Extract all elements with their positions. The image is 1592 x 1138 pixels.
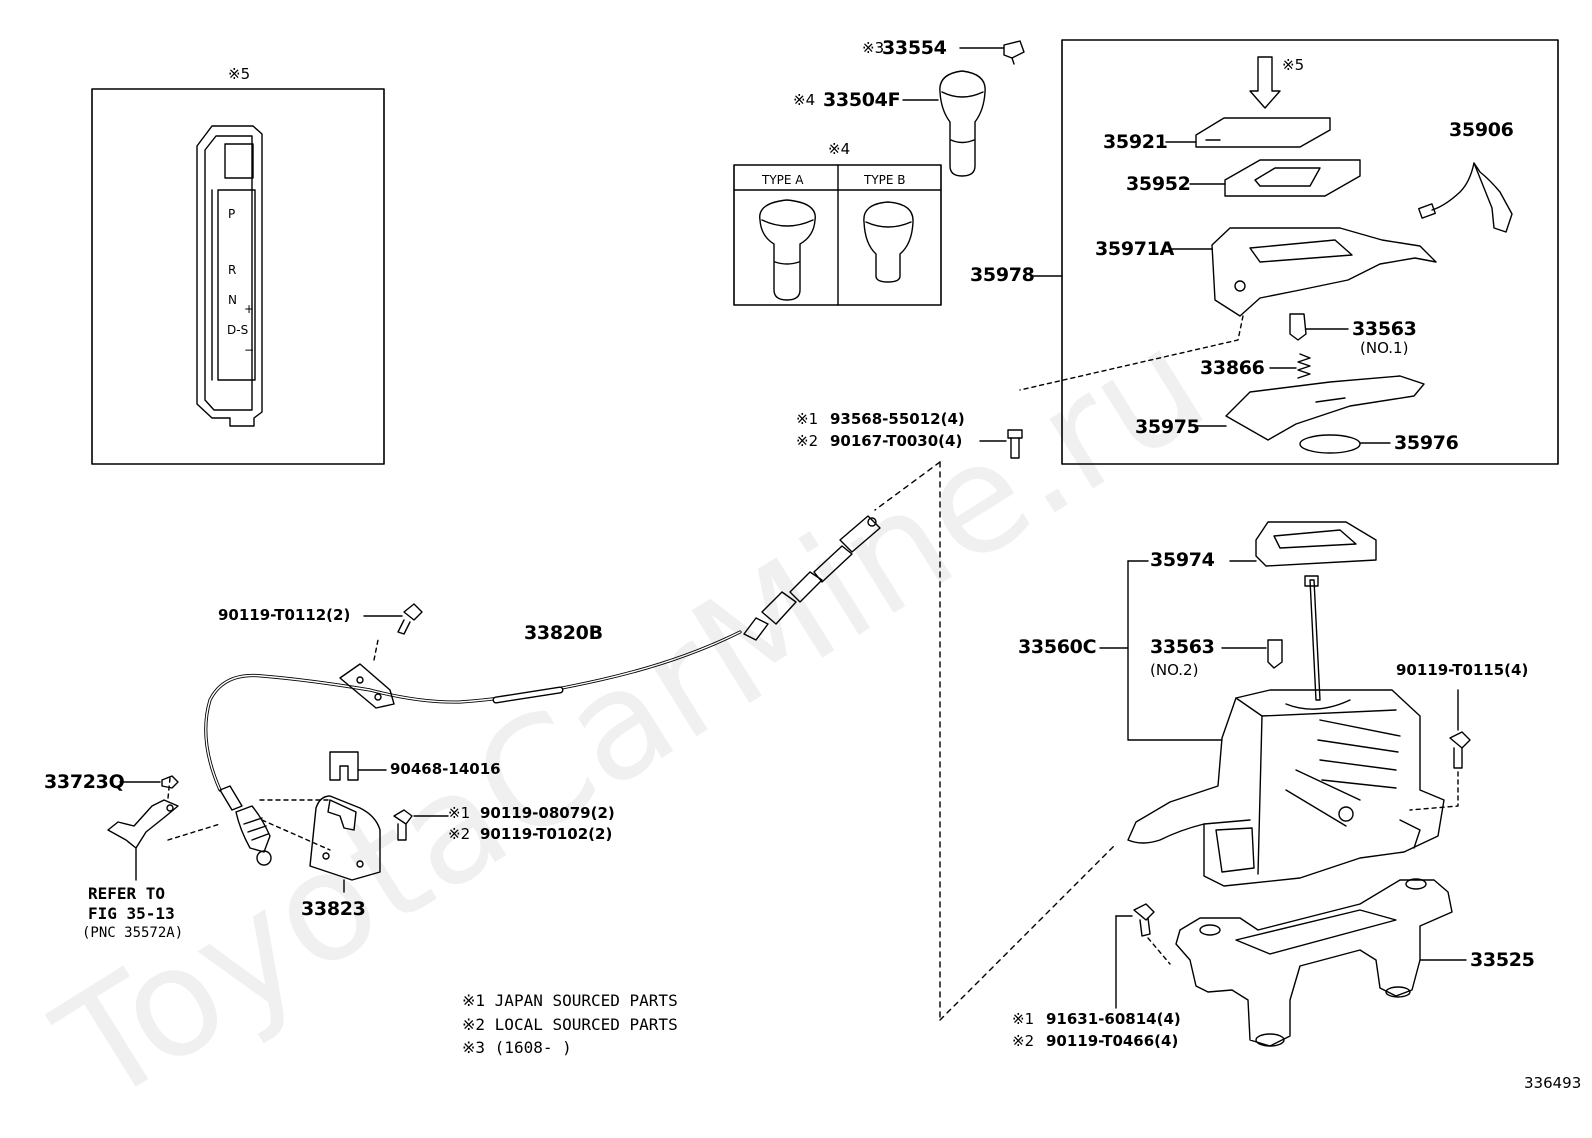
gear-label-p: P bbox=[228, 207, 236, 221]
knob-types-marker: ※4 bbox=[828, 140, 851, 158]
base-bracket-33525 bbox=[1175, 878, 1453, 1047]
gear-label-ds: D-S bbox=[227, 323, 249, 337]
shift-indicator-panel bbox=[196, 125, 263, 427]
diagram-id: 336493 bbox=[1524, 1074, 1582, 1092]
label-35971a: 35971A bbox=[1095, 238, 1175, 260]
label-33866: 33866 bbox=[1200, 357, 1265, 379]
type-a-label: TYPE A bbox=[762, 173, 804, 187]
inset-box-right bbox=[1061, 39, 1559, 465]
label-90119-t0115: 90119-T0115(4) bbox=[1396, 661, 1529, 679]
mark-93568: ※1 bbox=[796, 410, 819, 428]
label-33563-no2: 33563 bbox=[1150, 636, 1215, 658]
clip-33563-no1 bbox=[1289, 313, 1307, 341]
gear-label-n: N bbox=[228, 293, 237, 307]
label-90119-t0102: 90119-T0102(2) bbox=[480, 825, 613, 843]
label-90468: 90468-14016 bbox=[390, 760, 501, 778]
inset-left-marker: ※5 bbox=[228, 65, 251, 83]
label-35976: 35976 bbox=[1394, 432, 1459, 454]
shift-lever-assy-33560c bbox=[1127, 521, 1445, 887]
mark-90119-t0102: ※2 bbox=[448, 825, 471, 843]
shift-knob-33504f bbox=[939, 70, 986, 177]
note-japan-sourced: ※1 JAPAN SOURCED PARTS bbox=[462, 991, 678, 1010]
label-33504f: 33504F bbox=[823, 89, 901, 111]
refer-line-3: (PNC 35572A) bbox=[82, 925, 184, 941]
sensor-35906 bbox=[1418, 162, 1513, 233]
clip-90468 bbox=[329, 751, 359, 781]
label-93568: 93568-55012(4) bbox=[830, 410, 965, 428]
bracket-refer-fig bbox=[107, 799, 179, 849]
parts-diagram: ToyotaCarMine.ru ※5 P R N + D-S − ※4 TYP… bbox=[30, 37, 1582, 1138]
mark-90119-t0466: ※2 bbox=[1012, 1032, 1035, 1050]
gear-label-r: R bbox=[228, 263, 237, 277]
label-33554: 33554 bbox=[882, 37, 947, 59]
down-arrow-icon bbox=[1249, 56, 1281, 109]
label-90167: 90167-T0030(4) bbox=[830, 432, 963, 450]
knob-types-box bbox=[733, 164, 942, 306]
mark-90119-08079: ※1 bbox=[448, 804, 471, 822]
label-91631: 91631-60814(4) bbox=[1046, 1010, 1181, 1028]
label-90119-08079: 90119-08079(2) bbox=[480, 804, 615, 822]
shift-cable-33820b bbox=[204, 515, 881, 866]
mark-90167: ※2 bbox=[796, 432, 819, 450]
mark-33554: ※3 bbox=[862, 39, 885, 57]
label-33563-no2-sub: (NO.2) bbox=[1150, 661, 1199, 679]
screw-93568 bbox=[1007, 429, 1023, 459]
note-local-sourced: ※2 LOCAL SOURCED PARTS bbox=[462, 1015, 678, 1034]
label-33823: 33823 bbox=[301, 898, 366, 920]
label-33723q: 33723Q bbox=[44, 771, 125, 793]
label-90119-t0466: 90119-T0466(4) bbox=[1046, 1032, 1179, 1050]
console-cover-35971a bbox=[1211, 227, 1437, 317]
diagram-artwork bbox=[91, 39, 1559, 1047]
label-33563-no1-sub: (NO.1) bbox=[1360, 339, 1409, 357]
note-date-range: ※3 (1608- ) bbox=[462, 1038, 572, 1057]
inset-right-marker: ※5 bbox=[1282, 56, 1305, 74]
bolt-90119-t0112 bbox=[397, 603, 423, 635]
refer-line-2: FIG 35-13 bbox=[88, 904, 175, 923]
bolt-90119-08079 bbox=[393, 809, 413, 841]
nut-33723q bbox=[161, 775, 179, 789]
label-90119-t0112: 90119-T0112(2) bbox=[218, 606, 351, 624]
label-35975: 35975 bbox=[1135, 416, 1200, 438]
label-35978: 35978 bbox=[970, 264, 1035, 286]
label-33525: 33525 bbox=[1470, 949, 1535, 971]
type-b-label: TYPE B bbox=[864, 173, 906, 187]
plate-35975 bbox=[1225, 375, 1425, 441]
indicator-plate-35921 bbox=[1195, 117, 1331, 148]
label-33563-no1: 33563 bbox=[1352, 318, 1417, 340]
plate-35952 bbox=[1224, 159, 1361, 197]
bracket-33823 bbox=[309, 795, 381, 881]
mark-33504f: ※4 bbox=[793, 91, 816, 109]
bolt-91631 bbox=[1133, 903, 1155, 937]
clip-33554 bbox=[1003, 40, 1025, 65]
label-33560c: 33560C bbox=[1018, 636, 1097, 658]
clip-33563-no2 bbox=[1267, 639, 1283, 669]
label-35974: 35974 bbox=[1150, 549, 1215, 571]
disc-35976 bbox=[1299, 434, 1361, 454]
refer-line-1: REFER TO bbox=[88, 884, 166, 903]
gear-label-minus: − bbox=[244, 343, 255, 357]
bolt-90119-t0115 bbox=[1449, 731, 1471, 769]
knob-type-b-icon bbox=[863, 201, 914, 283]
knob-type-a-icon bbox=[759, 199, 816, 301]
gear-label-plus: + bbox=[244, 302, 255, 316]
inset-box-left bbox=[91, 88, 385, 465]
mark-91631: ※1 bbox=[1012, 1010, 1035, 1028]
label-35921: 35921 bbox=[1103, 131, 1168, 153]
spring-33866 bbox=[1297, 353, 1311, 379]
label-35906: 35906 bbox=[1449, 119, 1514, 141]
label-35952: 35952 bbox=[1126, 173, 1191, 195]
label-33820b: 33820B bbox=[524, 622, 603, 644]
